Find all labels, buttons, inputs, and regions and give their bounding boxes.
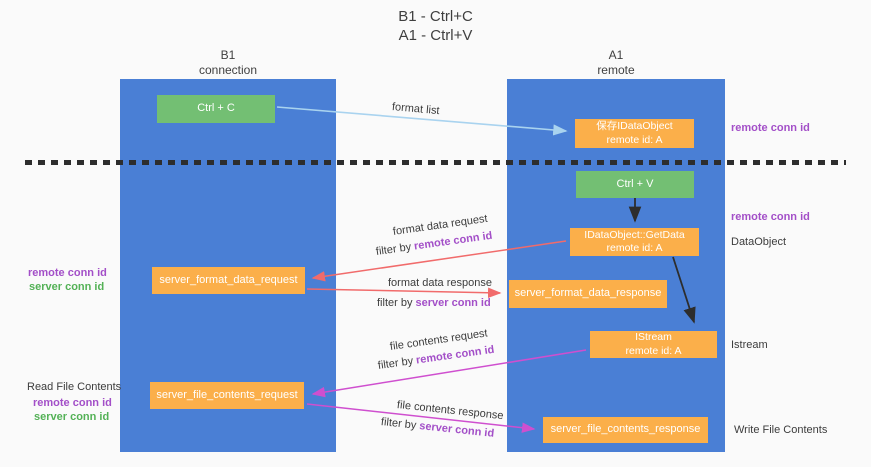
format-data-response-arrow — [306, 287, 502, 299]
label-left-remote-conn-id-2: remote conn id — [33, 397, 112, 409]
diagram-title-line1: B1 - Ctrl+C — [398, 8, 473, 25]
lane-header-a1: A1 remote — [507, 48, 725, 78]
node-save-idataobject-line2: remote id: A — [606, 133, 663, 146]
node-server-file-contents-request: server_file_contents_request — [150, 382, 304, 409]
node-server-format-data-request-label: server_format_data_request — [159, 273, 298, 286]
lane-header-b1: B1 connection — [120, 48, 336, 78]
label-left-server-conn-id-1: server conn id — [29, 281, 105, 293]
diagram-title-line2: A1 - Ctrl+V — [398, 27, 473, 44]
node-server-file-contents-response-label: server_file_contents_response — [550, 423, 701, 436]
label-remote-conn-id-mid: remote conn id — [731, 211, 810, 223]
label-filter-server-1: filter by server conn id — [377, 297, 491, 309]
node-server-file-contents-request-label: server_file_contents_request — [156, 388, 298, 401]
node-istream: IStream remote id: A — [590, 331, 717, 358]
label-filter-by-text: filter by — [377, 297, 416, 309]
format-data-request-arrow — [311, 240, 567, 282]
node-getdata-line2: remote id: A — [606, 242, 663, 254]
label-left-server-conn-id-2: server conn id — [34, 411, 110, 423]
node-istream-line2: remote id: A — [625, 344, 682, 357]
node-save-idataobject: 保存IDataObject remote id: A — [575, 119, 694, 148]
node-server-format-data-response-label: server_format_data_response — [514, 287, 662, 300]
label-remote-conn-id-top: remote conn id — [731, 122, 810, 134]
node-ctrl-v: Ctrl + V — [576, 171, 694, 198]
label-read-file-contents: Read File Contents — [27, 381, 122, 393]
label-write-file-contents: Write File Contents — [734, 424, 828, 436]
getdata-to-istream-arrow — [672, 256, 696, 324]
label-server-conn-id-text: server conn id — [415, 297, 491, 309]
lane-b1-subtitle: connection — [198, 63, 258, 77]
node-ctrl-c: Ctrl + C — [157, 95, 275, 123]
file-contents-response-arrow — [306, 403, 536, 433]
node-ctrl-c-label: Ctrl + C — [197, 102, 235, 115]
lane-a1-name: A1 — [608, 48, 624, 62]
phase-separator-dashed-line — [25, 160, 846, 165]
node-server-file-contents-response: server_file_contents_response — [543, 417, 708, 443]
label-istream: Istream — [731, 339, 768, 351]
file-contents-request-arrow — [311, 349, 587, 398]
lane-a1-subtitle: remote — [597, 63, 635, 77]
format-list-arrow — [276, 106, 568, 136]
label-left-remote-conn-id-1: remote conn id — [28, 267, 107, 279]
node-server-format-data-request: server_format_data_request — [152, 267, 305, 294]
label-dataobject: DataObject — [731, 236, 787, 248]
node-ctrl-v-label: Ctrl + V — [616, 177, 654, 190]
label-format-data-response: format data response — [388, 277, 492, 289]
lane-b1-name: B1 — [220, 48, 236, 62]
node-idataobject-getdata: IDataObject::GetData remote id: A — [570, 228, 699, 256]
node-server-format-data-response: server_format_data_response — [509, 280, 667, 308]
node-istream-line1: IStream — [635, 331, 672, 344]
node-save-idataobject-line1: 保存IDataObject — [596, 120, 673, 133]
node-getdata-line1: IDataObject::GetData — [584, 228, 685, 241]
